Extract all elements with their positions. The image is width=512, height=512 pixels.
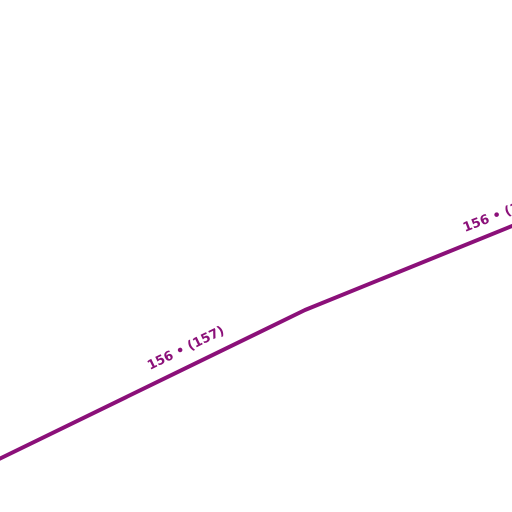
route-line[interactable] (0, 223, 512, 461)
route-label-edge: 156 • (157) (0, 0, 512, 236)
